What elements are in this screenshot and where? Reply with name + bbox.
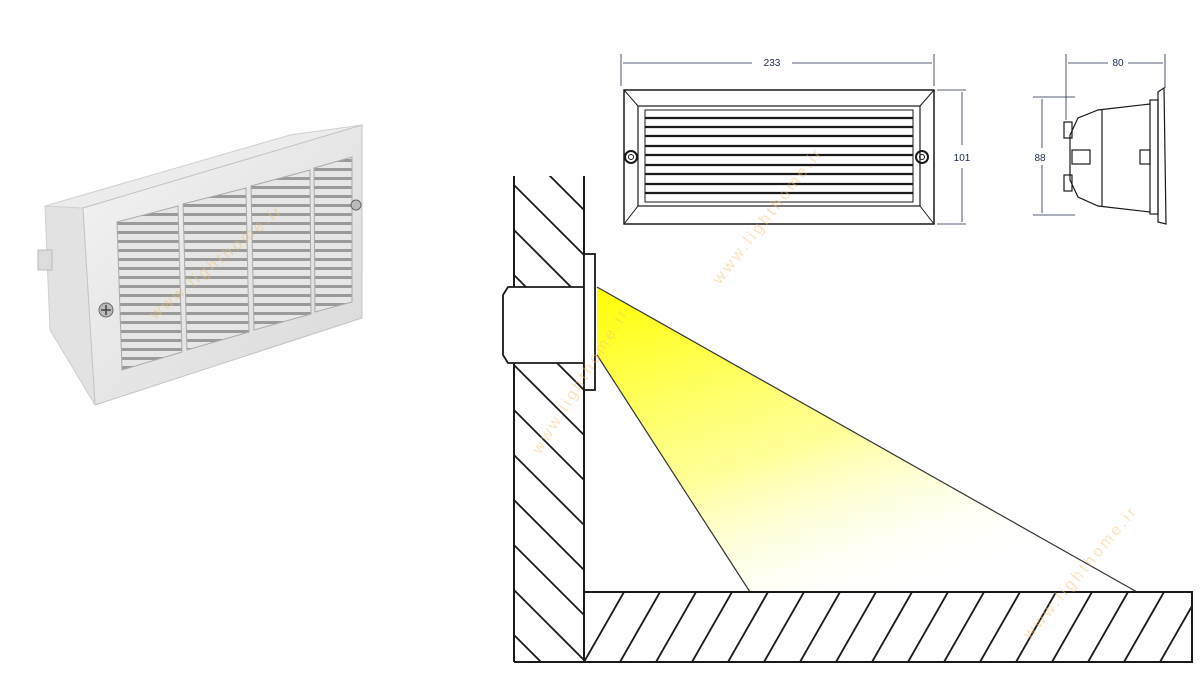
dimension-side-height: 88	[1034, 153, 1046, 164]
side-view-drawing	[1063, 86, 1167, 225]
dimension-front-width: 233	[764, 58, 781, 69]
dimension-side-depth: 80	[1112, 58, 1124, 69]
front-view-drawing	[623, 89, 935, 225]
dimension-front-height: 101	[954, 153, 971, 164]
product-louvers	[116, 156, 353, 371]
product-clip	[37, 249, 53, 271]
dimension-lines	[620, 54, 1166, 225]
installation-diagram	[502, 176, 1193, 663]
wall-section	[513, 176, 585, 662]
screw-icon	[350, 199, 362, 211]
fixture-section	[502, 253, 596, 391]
floor-section	[514, 591, 1193, 663]
product-render	[37, 124, 363, 406]
screw-icon	[624, 150, 638, 164]
